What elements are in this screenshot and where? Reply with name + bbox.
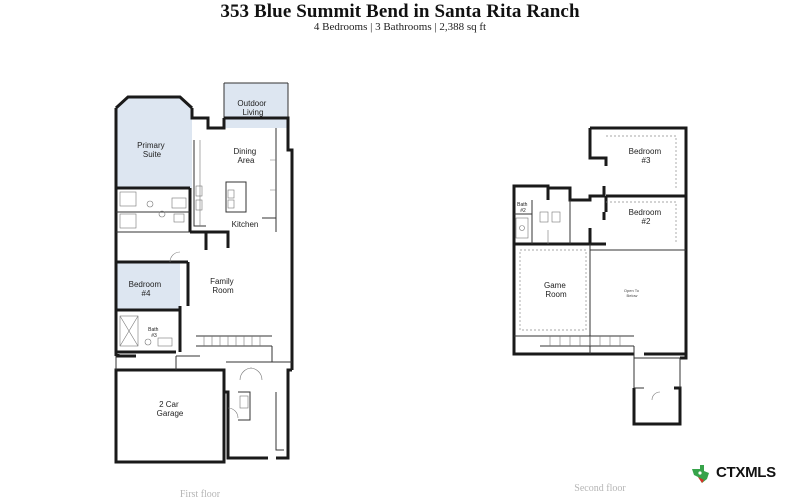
outdoor-living-area (224, 83, 288, 128)
room-label-open-to-below: Open To Below (624, 288, 640, 298)
first-floor-plan: Outdoor Living Primary Suite Dining Area… (114, 82, 294, 500)
room-label-primary-suite: Primary Suite (137, 141, 167, 159)
bedroom4-area (116, 262, 180, 310)
room-label-bedroom3: Bedroom #3 (629, 147, 664, 165)
first-floor-caption: First floor (180, 489, 221, 500)
room-label-family-room: Family Room (210, 277, 236, 295)
room-label-bedroom2: Bedroom #2 (629, 208, 664, 226)
room-label-game-room: Game Room (544, 281, 568, 299)
room-label-kitchen: Kitchen (232, 220, 259, 229)
room-label-bath2: Bath #2 (517, 202, 529, 214)
room-label-bath3: Bath #3 (148, 327, 160, 339)
page-title: 353 Blue Summit Bend in Santa Rita Ranch (220, 1, 580, 22)
primary-suite-area (116, 97, 192, 188)
room-label-garage: 2 Car Garage (157, 400, 184, 418)
kitchen-island (225, 181, 247, 213)
room-label-outdoor-living: Outdoor Living (237, 99, 268, 117)
first-floor-stairs (196, 335, 292, 363)
room-label-dining-area: Dining Area (234, 147, 259, 165)
second-floor-plan: Bedroom #3 Bedroom #2 Bath #2 Game Room … (512, 126, 688, 494)
ctxmls-logo-icon (692, 465, 709, 483)
room-label-bedroom4: Bedroom #4 (129, 280, 164, 298)
first-floor-outer-wall (114, 95, 294, 460)
second-floor-caption: Second floor (574, 483, 626, 494)
second-floor-stairs (514, 335, 680, 359)
second-floor-outer-wall (512, 126, 688, 360)
ctxmls-logo-text: CTXMLS (716, 464, 776, 481)
page-subtitle: 4 Bedrooms | 3 Bathrooms | 2,388 sq ft (313, 21, 487, 33)
garage-wall (114, 368, 226, 464)
